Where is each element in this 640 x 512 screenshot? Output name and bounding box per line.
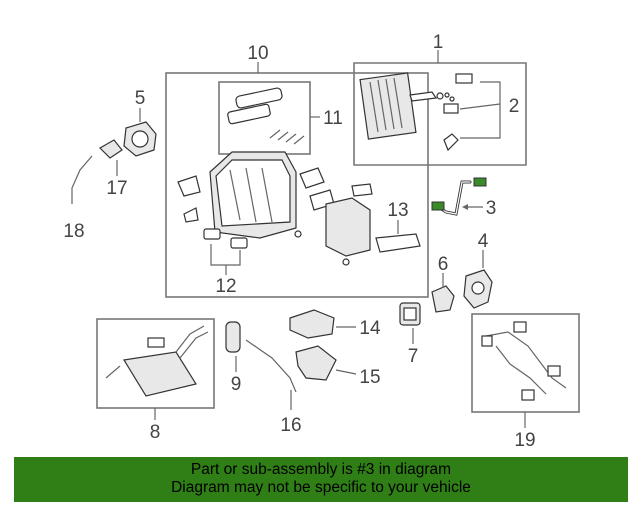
part-8-heater-core xyxy=(105,325,209,397)
callout-7: 7 xyxy=(408,346,419,367)
part-17-hose xyxy=(99,139,123,159)
callout-5: 5 xyxy=(135,88,146,109)
part-6-bracket xyxy=(431,285,455,313)
callout-19: 19 xyxy=(514,430,535,451)
callout-13: 13 xyxy=(387,200,408,221)
callout-4: 4 xyxy=(478,231,489,252)
callout-1: 1 xyxy=(433,32,444,53)
callout-18: 18 xyxy=(63,221,84,242)
callout-14: 14 xyxy=(359,318,381,339)
parts-diagram: 1 2 3 4 5 6 7 8 9 10 11 12 13 14 15 16 1… xyxy=(63,32,580,451)
part-12-seals xyxy=(203,228,248,249)
callout-8: 8 xyxy=(150,422,161,443)
callout-17: 17 xyxy=(106,178,127,199)
callout-2: 2 xyxy=(509,96,520,117)
info-banner: Part or sub-assembly is #3 in diagram Di… xyxy=(14,457,628,502)
part-18-drain-hose xyxy=(71,155,93,204)
part-2-clips xyxy=(443,73,473,152)
part-19-wire-harness xyxy=(481,321,567,401)
group-box-1 xyxy=(353,62,527,166)
callout-12: 12 xyxy=(215,276,236,297)
callout-16: 16 xyxy=(280,415,301,436)
callout-10: 10 xyxy=(247,43,268,64)
part-14-duct xyxy=(289,309,335,339)
callout-11: 11 xyxy=(323,108,343,129)
part-15-duct xyxy=(295,345,337,381)
part-10-heater-unit xyxy=(177,151,421,266)
banner-line-1: Part or sub-assembly is #3 in diagram xyxy=(190,461,452,478)
part-16-hose xyxy=(245,339,297,393)
callout-15: 15 xyxy=(359,367,380,388)
part-1-evaporator xyxy=(359,72,444,140)
part-4-actuator xyxy=(463,269,493,309)
part-7-resistor xyxy=(399,302,421,326)
part-9-seal xyxy=(225,321,241,353)
banner-line-2: Diagram may not be specific to your vehi… xyxy=(171,479,471,496)
part-3-sensor xyxy=(431,177,487,216)
part-11-filters xyxy=(227,87,305,145)
callout-6: 6 xyxy=(438,254,449,275)
callout-9: 9 xyxy=(231,374,242,395)
part-5-blower-motor xyxy=(123,121,157,157)
group-box-10 xyxy=(165,72,429,298)
callout-3: 3 xyxy=(486,198,497,219)
